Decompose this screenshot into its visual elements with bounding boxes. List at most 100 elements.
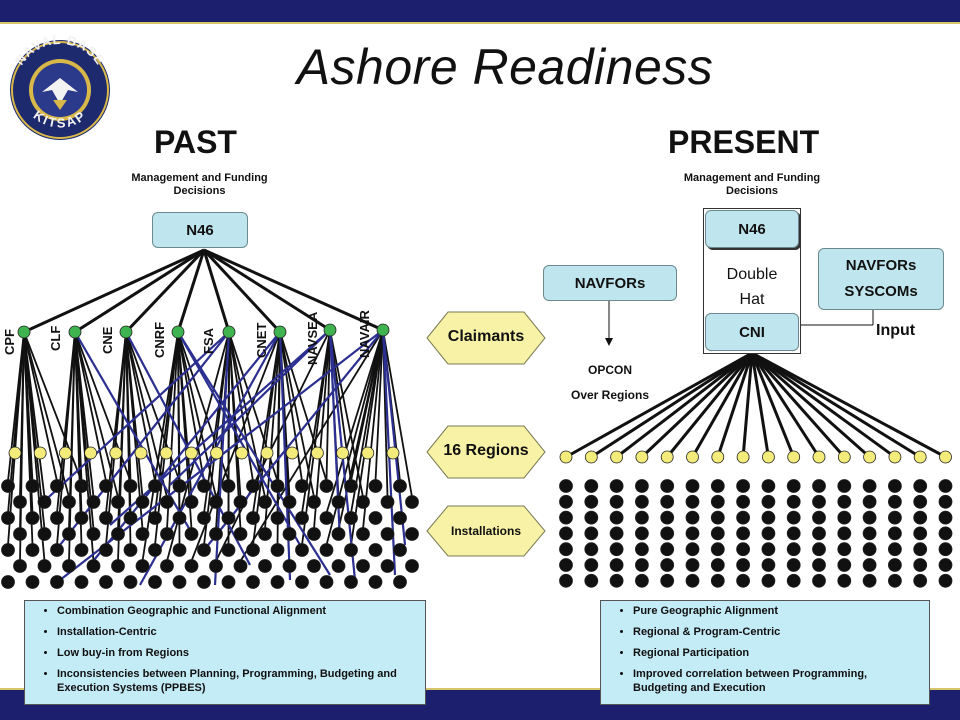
installation-node xyxy=(559,573,573,588)
claimant-to-installation-line xyxy=(276,331,281,546)
cni-to-region-line xyxy=(750,352,846,458)
region-node xyxy=(888,450,902,464)
claimant-to-installation-line xyxy=(325,329,384,546)
root-to-claimant-line xyxy=(74,248,205,334)
claimant-to-installation-line xyxy=(350,329,384,546)
installation-node xyxy=(635,494,649,509)
installation-node xyxy=(660,526,675,541)
navfors-node: NAVFORs xyxy=(543,265,677,301)
claimant-to-installation-line xyxy=(56,331,76,546)
claimant-to-installation-line xyxy=(74,331,83,546)
cross-function-line xyxy=(109,329,331,526)
installation-node xyxy=(331,495,346,509)
installation-node xyxy=(344,479,358,493)
claimant-to-installation-line xyxy=(362,329,384,530)
cross-function-line xyxy=(89,331,281,566)
region-node xyxy=(310,446,324,460)
cni-to-region-line xyxy=(565,351,753,459)
installation-node xyxy=(356,495,370,509)
opcon-line-2: Over Regions xyxy=(570,388,650,402)
regions-arrow xyxy=(426,425,546,479)
region-node xyxy=(787,450,801,464)
installation-node xyxy=(344,575,358,589)
installation-node xyxy=(368,511,383,525)
installation-node xyxy=(761,542,776,557)
installation-node xyxy=(221,479,236,493)
region-node xyxy=(159,446,173,460)
installation-node xyxy=(761,479,776,493)
installation-node xyxy=(888,494,902,509)
installation-node xyxy=(938,526,953,541)
present-decisions-label: Management and Funding Decisions xyxy=(683,172,821,197)
installation-node xyxy=(319,511,334,525)
installation-node xyxy=(148,511,162,525)
installation-node xyxy=(786,494,801,509)
installation-node xyxy=(393,543,407,557)
installation-node xyxy=(50,575,64,589)
installation-node xyxy=(123,511,138,525)
installation-node xyxy=(246,575,260,589)
region-node xyxy=(134,446,148,460)
installation-node xyxy=(307,495,321,509)
installation-node xyxy=(233,559,248,573)
installation-node xyxy=(197,479,211,493)
installation-node xyxy=(356,559,370,573)
installation-node xyxy=(111,495,125,509)
claimant-to-installation-line xyxy=(74,331,95,562)
claimant-to-installation-line xyxy=(74,331,107,482)
installation-node xyxy=(685,510,700,525)
installation-node xyxy=(1,511,15,525)
claimant-label-navsea: NAVSEA xyxy=(305,311,320,365)
claimant-to-installation-line xyxy=(279,331,303,482)
installation-node xyxy=(209,559,223,573)
claimant-to-installation-line xyxy=(382,329,413,498)
installation-node xyxy=(221,543,236,557)
installation-node xyxy=(172,575,187,589)
claimant-to-installation-line xyxy=(325,329,384,514)
claimant-node xyxy=(119,325,133,339)
installation-node xyxy=(736,479,750,493)
installation-node xyxy=(246,479,260,493)
claimant-to-installation-line xyxy=(227,331,230,546)
input-label: Input xyxy=(876,322,916,339)
claimant-label-clf: CLF xyxy=(48,325,63,351)
installation-node xyxy=(319,575,334,589)
installation-node xyxy=(135,495,150,509)
installation-node xyxy=(609,526,624,541)
region-node xyxy=(8,446,22,460)
installation-node xyxy=(736,542,750,557)
installation-node xyxy=(559,542,573,557)
claimant-to-installation-line xyxy=(23,331,58,482)
installation-node xyxy=(123,479,138,493)
installation-node xyxy=(559,494,573,509)
present-note: Regional & Program-Centric xyxy=(633,626,923,640)
installation-node xyxy=(786,479,801,493)
installation-node xyxy=(25,511,40,525)
installation-node xyxy=(786,558,801,572)
cni-to-region-line xyxy=(750,352,796,458)
installation-node xyxy=(736,494,750,509)
installation-node xyxy=(86,559,101,573)
installation-node xyxy=(282,527,297,541)
past-decisions-label: Management and Funding Decisions xyxy=(131,172,268,197)
installation-node xyxy=(50,511,64,525)
installation-node xyxy=(319,479,334,493)
installation-node xyxy=(221,511,236,525)
cni-to-region-line xyxy=(750,352,770,458)
installation-node xyxy=(862,573,877,588)
installation-node xyxy=(368,575,383,589)
claimant-label-cpf: CPF xyxy=(2,329,17,355)
installation-node xyxy=(609,510,624,525)
installation-node xyxy=(635,479,649,493)
installation-node xyxy=(270,575,285,589)
installation-node xyxy=(99,575,113,589)
claimant-to-installation-line xyxy=(23,331,46,562)
double-hat-line-2: Hat xyxy=(739,291,765,308)
claimant-label-cnet: CNET xyxy=(254,322,269,358)
installation-node xyxy=(123,575,138,589)
installation-node xyxy=(635,526,649,541)
installation-node xyxy=(710,510,725,525)
installation-node xyxy=(837,573,852,588)
claimant-node xyxy=(68,325,82,339)
